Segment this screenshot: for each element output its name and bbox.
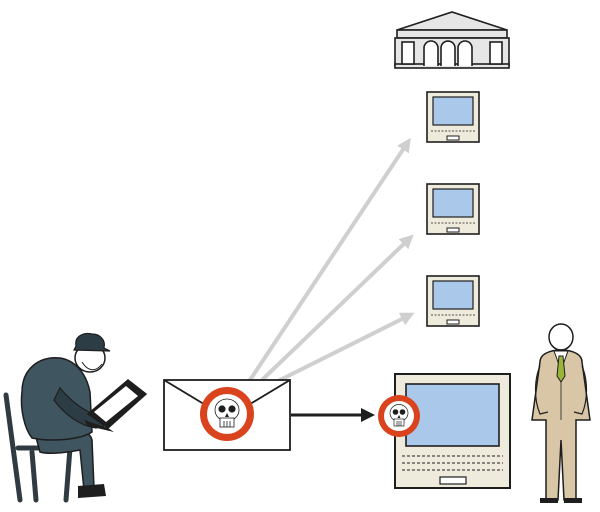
target-computer-3 [426, 275, 480, 327]
target-computer-2 [426, 183, 480, 235]
spread-arrow-to-computer-2 [260, 234, 414, 382]
spread-arrow-to-computer-1 [248, 137, 411, 382]
bank-building-icon [394, 11, 510, 69]
laptop-icon [84, 379, 148, 432]
hacker-with-laptop-icon [3, 332, 148, 503]
spread-arrows [248, 137, 415, 384]
businessman-icon [531, 323, 591, 503]
malware-skull-badge-icon [378, 395, 420, 437]
malicious-email-icon [163, 379, 291, 451]
target-computer-1 [426, 91, 480, 143]
victim-computer-icon [394, 373, 511, 489]
email-skull-badge-icon [200, 387, 254, 441]
spread-arrow-to-computer-3 [275, 312, 415, 384]
